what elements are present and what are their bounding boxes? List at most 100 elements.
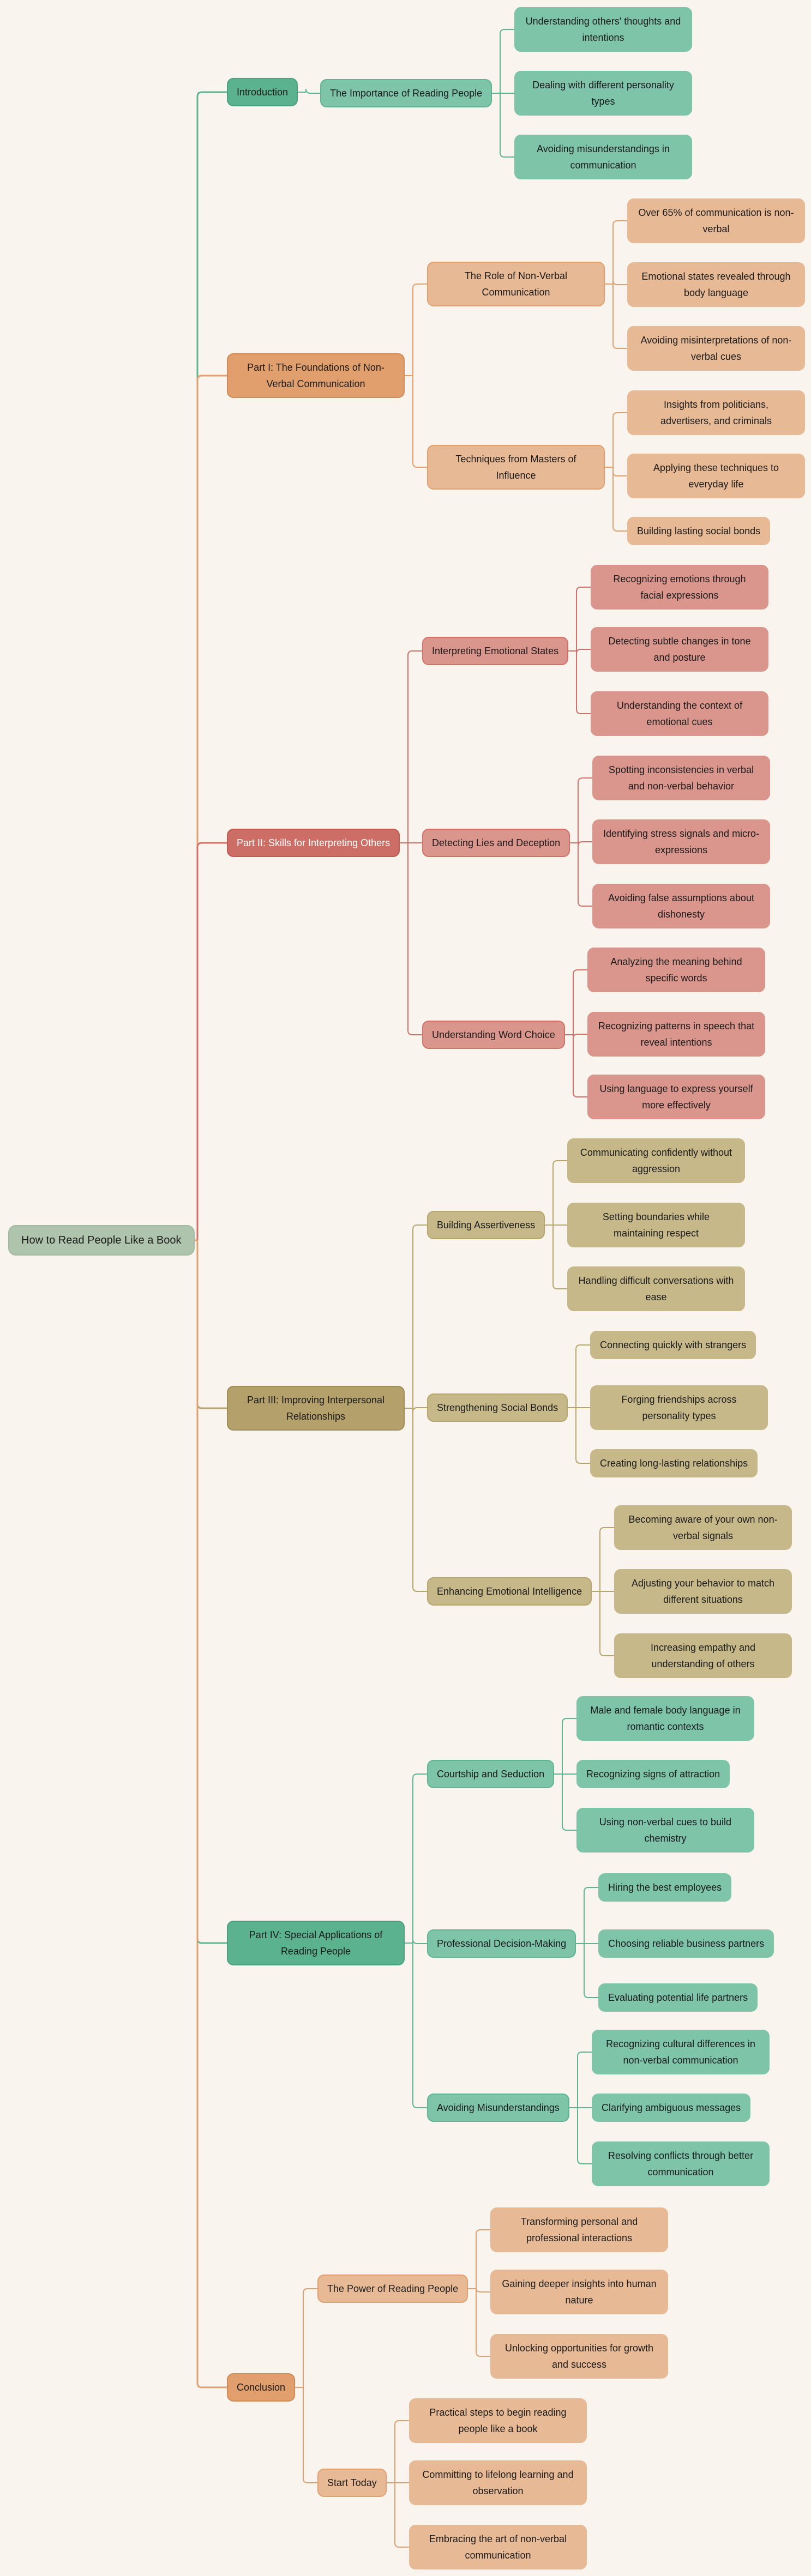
- connector-line: [592, 1527, 614, 1592]
- leaf-node-gaining-deeper-insights-into-human-natur[interactable]: Gaining deeper insights into human natur…: [490, 2270, 668, 2314]
- leaf-node-building-lasting-social-bonds[interactable]: Building lasting social bonds: [627, 517, 771, 545]
- leaf-node-using-non-verbal-cues-to-build-chemistry[interactable]: Using non-verbal cues to build chemistry: [576, 1808, 754, 1853]
- connector-line: [400, 842, 422, 1035]
- section-node-building-assertiveness[interactable]: Building Assertiveness: [427, 1211, 545, 1239]
- connector-line: [387, 2420, 409, 2483]
- leaf-node-handling-difficult-conversations-with-ea[interactable]: Handling difficult conversations with ea…: [567, 1266, 745, 1311]
- connector-line: [405, 375, 427, 468]
- part-node-part-i-the-foundations-of-non-verbal-com[interactable]: Part I: The Foundations of Non-Verbal Co…: [227, 353, 405, 398]
- section-node-techniques-from-masters-of-influence[interactable]: Techniques from Masters of Influence: [427, 445, 605, 490]
- connector-line: [295, 2387, 317, 2483]
- leaf-node-spotting-inconsistencies-in-verbal-and-n[interactable]: Spotting inconsistencies in verbal and n…: [592, 756, 770, 800]
- leaf-node-increasing-empathy-and-understanding-of-[interactable]: Increasing empathy and understanding of …: [614, 1633, 792, 1678]
- connector-line: [569, 2107, 592, 2164]
- leaf-node-understanding-the-context-of-emotional-c[interactable]: Understanding the context of emotional c…: [591, 691, 768, 736]
- leaf-node-practical-steps-to-begin-reading-people-[interactable]: Practical steps to begin reading people …: [409, 2398, 587, 2443]
- connector-line: [570, 777, 592, 843]
- leaf-node-insights-from-politicians-advertisers-an[interactable]: Insights from politicians, advertisers, …: [627, 390, 805, 435]
- part-node-part-iv-special-applications-of-reading-[interactable]: Part IV: Special Applications of Reading…: [227, 1921, 405, 1965]
- leaf-node-male-and-female-body-language-in-romanti[interactable]: Male and female body language in romanti…: [576, 1696, 754, 1741]
- part-node-part-iii-improving-interpersonal-relatio[interactable]: Part III: Improving Interpersonal Relati…: [227, 1386, 405, 1431]
- connector-line: [468, 2229, 490, 2289]
- leaf-node-recognizing-signs-of-attraction[interactable]: Recognizing signs of attraction: [576, 1760, 730, 1788]
- leaf-node-understanding-others-thoughts-and-intent[interactable]: Understanding others' thoughts and inten…: [514, 7, 692, 52]
- connector-line: [554, 1773, 576, 1831]
- connector-line: [492, 93, 514, 158]
- connector-line: [492, 29, 514, 94]
- leaf-node-choosing-reliable-business-partners[interactable]: Choosing reliable business partners: [598, 1929, 774, 1958]
- root-node-how-to-read-people-like-a-book[interactable]: How to Read People Like a Book: [8, 1225, 195, 1256]
- connector-line: [605, 220, 627, 285]
- section-node-understanding-word-choice[interactable]: Understanding Word Choice: [422, 1021, 565, 1049]
- connector-line: [195, 842, 227, 1241]
- leaf-node-recognizing-patterns-in-speech-that-reve[interactable]: Recognizing patterns in speech that reve…: [587, 1012, 765, 1057]
- connector-line: [565, 969, 587, 1035]
- leaf-node-communicating-confidently-without-aggres[interactable]: Communicating confidently without aggres…: [567, 1138, 745, 1183]
- connector-line: [195, 1239, 227, 1944]
- part-node-part-ii-skills-for-interpreting-others[interactable]: Part II: Skills for Interpreting Others: [227, 829, 400, 857]
- leaf-node-avoiding-false-assumptions-about-dishone[interactable]: Avoiding false assumptions about dishone…: [592, 884, 770, 928]
- connector-line: [405, 1408, 427, 1592]
- connector-line: [576, 1887, 598, 1944]
- leaf-node-resolving-conflicts-through-better-commu[interactable]: Resolving conflicts through better commu…: [592, 2141, 770, 2186]
- leaf-node-detecting-subtle-changes-in-tone-and-pos[interactable]: Detecting subtle changes in tone and pos…: [591, 627, 768, 672]
- connector-line: [592, 1591, 614, 1656]
- connector-line: [405, 1773, 427, 1944]
- connector-line: [568, 650, 591, 714]
- connector-line: [195, 1239, 227, 1409]
- section-node-the-importance-of-reading-people[interactable]: The Importance of Reading People: [320, 79, 492, 107]
- leaf-node-setting-boundaries-while-maintaining-res[interactable]: Setting boundaries while maintaining res…: [567, 1203, 745, 1247]
- connector-line: [195, 1239, 227, 2388]
- leaf-node-creating-long-lasting-relationships[interactable]: Creating long-lasting relationships: [590, 1449, 758, 1477]
- section-node-courtship-and-seduction[interactable]: Courtship and Seduction: [427, 1760, 555, 1788]
- connector-line: [605, 283, 627, 349]
- section-node-detecting-lies-and-deception[interactable]: Detecting Lies and Deception: [422, 829, 570, 857]
- leaf-node-using-language-to-express-yourself-more-[interactable]: Using language to express yourself more …: [587, 1075, 765, 1119]
- section-node-professional-decision-making[interactable]: Professional Decision-Making: [427, 1929, 576, 1958]
- connector-line: [605, 467, 627, 532]
- connector-line: [568, 1344, 590, 1408]
- leaf-node-analyzing-the-meaning-behind-specific-wo[interactable]: Analyzing the meaning behind specific wo…: [587, 948, 765, 992]
- leaf-node-forging-friendships-across-personality-t[interactable]: Forging friendships across personality t…: [590, 1385, 768, 1430]
- leaf-node-over-65-of-communication-is-non-verbal[interactable]: Over 65% of communication is non-verbal: [627, 198, 805, 243]
- leaf-node-avoiding-misinterpretations-of-non-verba[interactable]: Avoiding misinterpretations of non-verba…: [627, 326, 805, 371]
- leaf-node-unlocking-opportunities-for-growth-and-s[interactable]: Unlocking opportunities for growth and s…: [490, 2334, 668, 2379]
- connector-line: [405, 283, 427, 376]
- leaf-node-identifying-stress-signals-and-micro-exp[interactable]: Identifying stress signals and micro-exp…: [592, 819, 770, 864]
- connector-line: [405, 1942, 427, 2108]
- connector-line: [605, 412, 627, 468]
- leaf-node-avoiding-misunderstandings-in-communicat[interactable]: Avoiding misunderstandings in communicat…: [514, 135, 692, 179]
- section-node-avoiding-misunderstandings[interactable]: Avoiding Misunderstandings: [427, 2094, 569, 2122]
- connector-line: [468, 2288, 490, 2357]
- leaf-node-recognizing-emotions-through-facial-expr[interactable]: Recognizing emotions through facial expr…: [591, 565, 768, 610]
- connector-line: [605, 467, 627, 476]
- leaf-node-committing-to-lifelong-learning-and-obse[interactable]: Committing to lifelong learning and obse…: [409, 2460, 587, 2505]
- leaf-node-recognizing-cultural-differences-in-non-[interactable]: Recognizing cultural differences in non-…: [592, 2030, 770, 2074]
- leaf-node-clarifying-ambiguous-messages[interactable]: Clarifying ambiguous messages: [592, 2094, 751, 2122]
- leaf-node-transforming-personal-and-professional-i[interactable]: Transforming personal and professional i…: [490, 2207, 668, 2252]
- leaf-node-emotional-states-revealed-through-body-l[interactable]: Emotional states revealed through body l…: [627, 262, 805, 307]
- connector-line: [195, 91, 227, 1241]
- leaf-node-connecting-quickly-with-strangers[interactable]: Connecting quickly with strangers: [590, 1331, 756, 1359]
- section-node-the-role-of-non-verbal-communication[interactable]: The Role of Non-Verbal Communication: [427, 262, 605, 306]
- leaf-node-hiring-the-best-employees[interactable]: Hiring the best employees: [598, 1873, 732, 1902]
- part-node-introduction[interactable]: Introduction: [227, 78, 298, 106]
- connector-line: [195, 375, 227, 1241]
- section-node-enhancing-emotional-intelligence[interactable]: Enhancing Emotional Intelligence: [427, 1577, 592, 1606]
- leaf-node-becoming-aware-of-your-own-non-verbal-si[interactable]: Becoming aware of your own non-verbal si…: [614, 1505, 792, 1550]
- connector-line: [569, 2052, 592, 2108]
- section-node-start-today[interactable]: Start Today: [317, 2469, 387, 2497]
- leaf-node-embracing-the-art-of-non-verbal-communic[interactable]: Embracing the art of non-verbal communic…: [409, 2525, 587, 2569]
- connector-line: [400, 650, 422, 843]
- section-node-strengthening-social-bonds[interactable]: Strengthening Social Bonds: [427, 1393, 568, 1422]
- section-node-the-power-of-reading-people[interactable]: The Power of Reading People: [317, 2275, 468, 2303]
- section-node-interpreting-emotional-states[interactable]: Interpreting Emotional States: [422, 637, 569, 665]
- leaf-node-dealing-with-different-personality-types[interactable]: Dealing with different personality types: [514, 71, 692, 116]
- leaf-node-adjusting-your-behavior-to-match-differe[interactable]: Adjusting your behavior to match differe…: [614, 1569, 792, 1614]
- leaf-node-applying-these-techniques-to-everyday-li[interactable]: Applying these techniques to everyday li…: [627, 454, 805, 498]
- connector-line: [405, 1224, 427, 1409]
- leaf-node-evaluating-potential-life-partners[interactable]: Evaluating potential life partners: [598, 1983, 758, 2012]
- connector-line: [295, 2288, 317, 2388]
- part-node-conclusion[interactable]: Conclusion: [227, 2373, 296, 2402]
